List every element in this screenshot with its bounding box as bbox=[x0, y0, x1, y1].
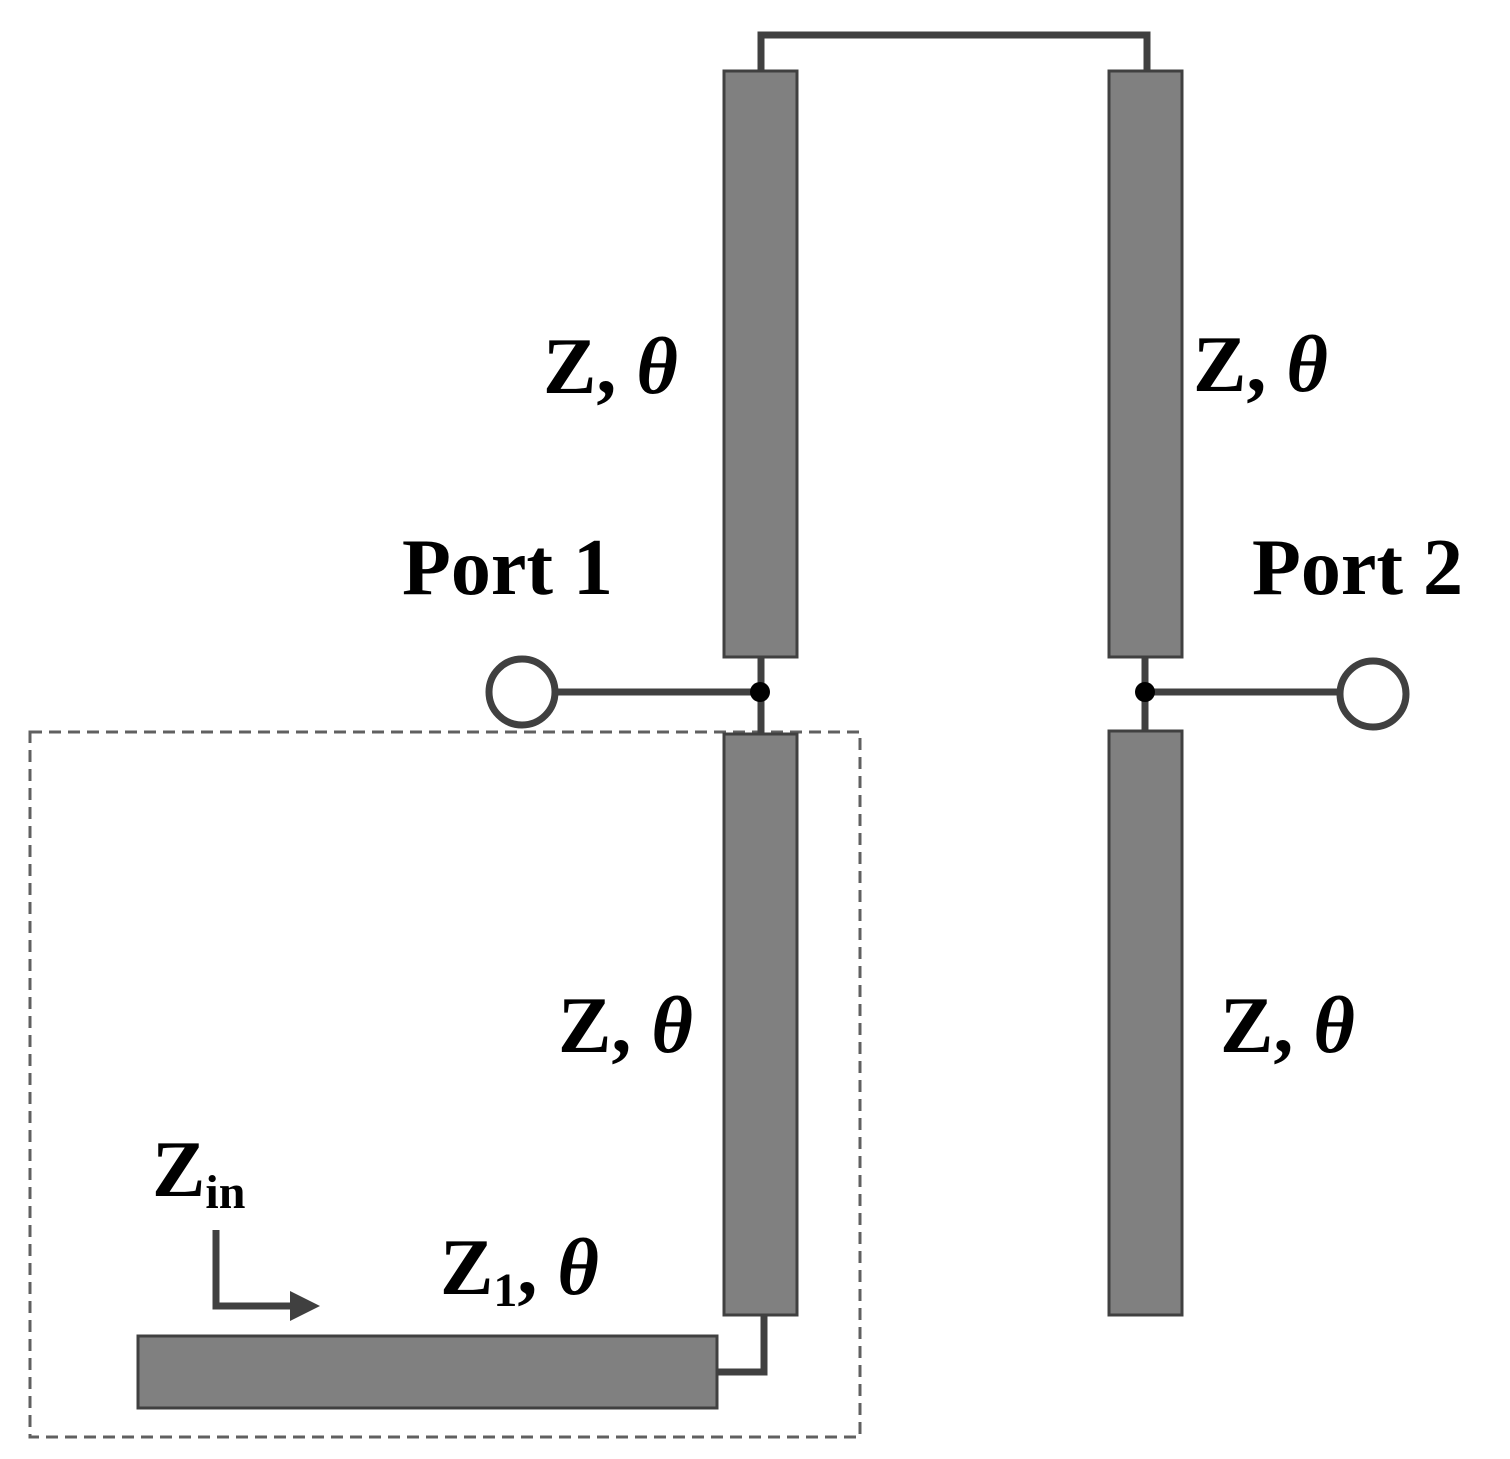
top-bridge-wire bbox=[757, 31, 1151, 72]
port1-terminal-icon bbox=[485, 655, 559, 729]
label-stub: Z1, θ bbox=[440, 1224, 599, 1317]
dashed-enclosure bbox=[28, 730, 862, 1439]
tline-lower-right bbox=[1107, 729, 1184, 1317]
zin-arrow-head-icon bbox=[290, 1291, 320, 1321]
port2-label: Port 2 bbox=[1252, 524, 1463, 612]
label-lower-left: Z, θ bbox=[558, 982, 693, 1070]
port2-terminal-icon bbox=[1336, 657, 1410, 731]
junction-dot-left bbox=[750, 682, 770, 702]
tline-lower-left bbox=[722, 732, 799, 1317]
tline-stub bbox=[136, 1334, 719, 1410]
label-zin: Zin bbox=[152, 1126, 245, 1219]
label-upper-left: Z, θ bbox=[543, 323, 678, 411]
stub-connection-wire bbox=[716, 1314, 768, 1376]
label-lower-right: Z, θ bbox=[1220, 982, 1355, 1070]
junction-dot-right bbox=[1135, 682, 1155, 702]
zin-arrow-shaft bbox=[212, 1230, 298, 1310]
label-upper-right: Z, θ bbox=[1193, 321, 1328, 409]
tline-upper-right bbox=[1107, 69, 1184, 659]
port1-label: Port 1 bbox=[402, 524, 613, 612]
tline-upper-left bbox=[722, 69, 799, 659]
